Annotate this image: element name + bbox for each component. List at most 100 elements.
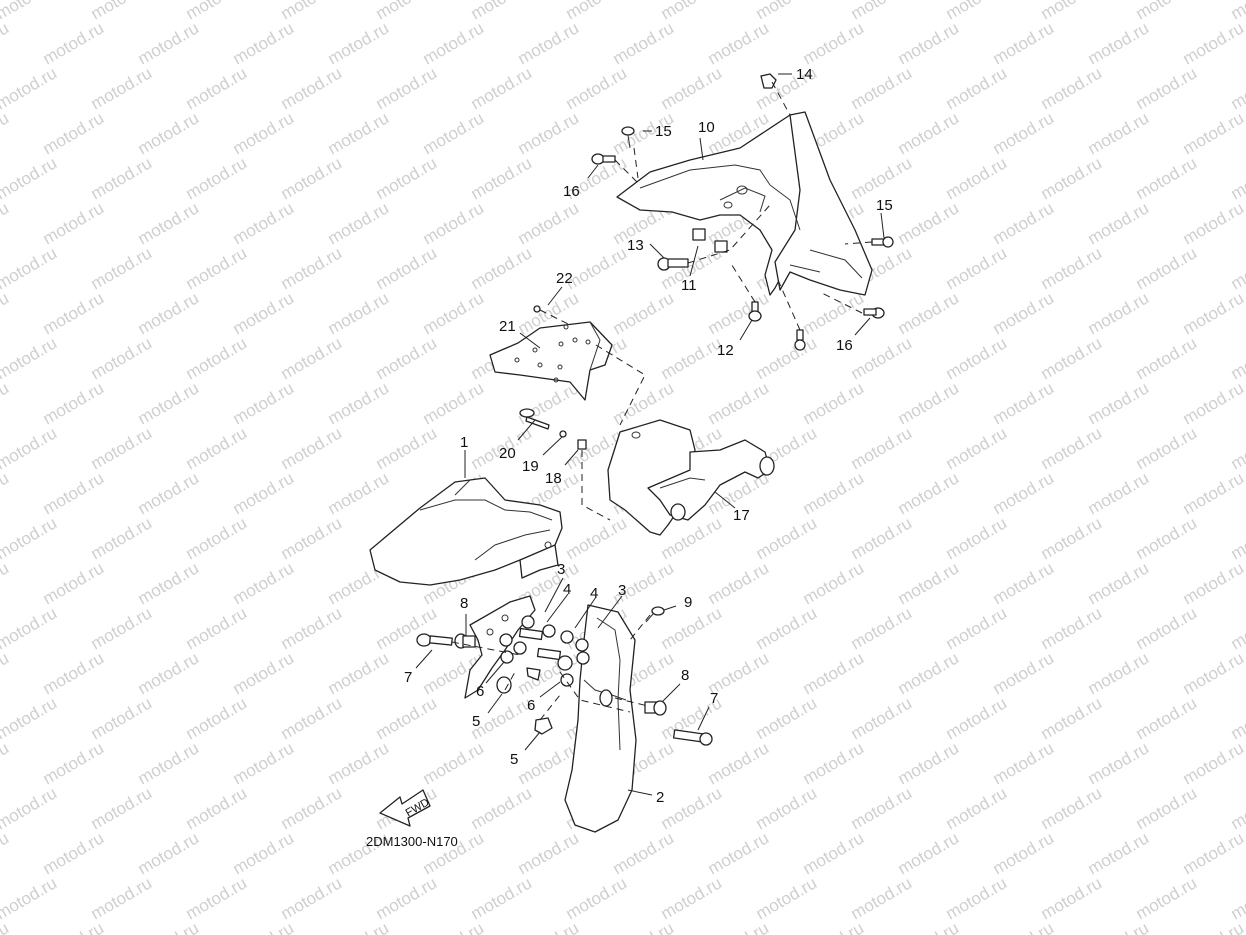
watermark-text: motod.ru <box>0 378 12 428</box>
bolt-16-right <box>863 307 885 319</box>
watermark-text: motod.ru <box>610 18 678 68</box>
watermark-text: motod.ru <box>88 873 156 923</box>
watermark-text: motod.ru <box>183 423 251 473</box>
watermark-text: motod.ru <box>0 198 12 248</box>
watermark-text: motod.ru <box>135 288 203 338</box>
watermark-text: motod.ru <box>800 18 868 68</box>
watermark-text: motod.ru <box>1180 558 1246 608</box>
watermark-text: motod.ru <box>1133 333 1201 383</box>
watermark-text: motod.ru <box>1085 18 1153 68</box>
watermark-text: motod.ru <box>990 918 1058 935</box>
watermark-text: motod.ru <box>183 783 251 833</box>
watermark-text: motod.ru <box>1228 333 1246 383</box>
callout-20: 20 <box>499 445 516 462</box>
watermark-text: motod.ru <box>705 918 773 935</box>
watermark-text: motod.ru <box>88 693 156 743</box>
watermark-text: motod.ru <box>1038 783 1106 833</box>
watermark-text: motod.ru <box>420 198 488 248</box>
watermark-text: motod.ru <box>1180 108 1246 158</box>
watermark-text: motod.ru <box>183 333 251 383</box>
watermark-text: motod.ru <box>1133 153 1201 203</box>
front-cowl-part-10 <box>616 111 873 296</box>
callout-13: 13 <box>627 237 644 254</box>
watermark-text: motod.ru <box>943 873 1011 923</box>
watermark-text: motod.ru <box>135 378 203 428</box>
watermark-text: motod.ru <box>990 468 1058 518</box>
watermark-text: motod.ru <box>943 603 1011 653</box>
rivet-22 <box>533 305 541 313</box>
callout-22: 22 <box>556 270 573 287</box>
watermark-text: motod.ru <box>230 918 298 935</box>
watermark-text: motod.ru <box>1180 648 1246 698</box>
callout-15: 15 <box>655 123 672 140</box>
watermark-text: motod.ru <box>0 423 60 473</box>
watermark-text: motod.ru <box>848 513 916 563</box>
watermark-text: motod.ru <box>135 558 203 608</box>
assembly-lines <box>451 81 873 721</box>
watermark-text: motod.ru <box>848 693 916 743</box>
watermark-text: motod.ru <box>0 783 60 833</box>
watermark-text: motod.ru <box>88 243 156 293</box>
watermark-text: motod.ru <box>515 378 583 428</box>
screw-15-right <box>871 236 894 248</box>
watermark-text: motod.ru <box>895 198 963 248</box>
watermark-text: motod.ru <box>1228 783 1246 833</box>
watermark-text: motod.ru <box>0 288 12 338</box>
callout-labels: 14 15 10 16 15 13 11 12 16 22 21 1 20 19… <box>404 66 893 806</box>
watermark-text: motod.ru <box>1133 603 1201 653</box>
nuts-11 <box>692 228 728 253</box>
watermark-text: motod.ru <box>800 468 868 518</box>
watermark-text: motod.ru <box>658 63 726 113</box>
callout-6: 6 <box>476 683 484 700</box>
watermark-text: motod.ru <box>1180 18 1246 68</box>
watermark-text: motod.ru <box>278 243 346 293</box>
screw-9 <box>645 606 665 623</box>
watermark-text: motod.ru <box>373 243 441 293</box>
watermark-text: motod.ru <box>40 918 108 935</box>
watermark-text: motod.ru <box>135 738 203 788</box>
bolt-12 <box>748 301 762 322</box>
collar-8-left <box>454 633 476 649</box>
callout-21: 21 <box>499 318 516 335</box>
watermark-text: motod.ru <box>135 648 203 698</box>
watermark-text: motod.ru <box>800 738 868 788</box>
watermark-text: motod.ru <box>990 378 1058 428</box>
watermark-text: motod.ru <box>990 108 1058 158</box>
watermark-text: motod.ru <box>943 513 1011 563</box>
watermark-text: motod.ru <box>895 108 963 158</box>
watermark-text: motod.ru <box>0 243 60 293</box>
watermark-text: motod.ru <box>420 288 488 338</box>
watermark-text: motod.ru <box>705 18 773 68</box>
collar-8-right <box>644 700 667 716</box>
watermark-text: motod.ru <box>1180 738 1246 788</box>
bolt-16-lower <box>794 329 806 351</box>
callout-3-b: 3 <box>618 582 626 599</box>
callout-19: 19 <box>522 458 539 475</box>
watermark-text: motod.ru <box>610 378 678 428</box>
watermark-text: motod.ru <box>88 333 156 383</box>
bolts-cluster <box>496 615 590 735</box>
watermark-text: motod.ru <box>40 288 108 338</box>
fender-stay-left <box>464 595 536 699</box>
watermark-text: motod.ru <box>705 558 773 608</box>
diagram-code: 2DM1300-N170 <box>366 834 458 849</box>
watermark-text: motod.ru <box>1085 108 1153 158</box>
watermark-text: motod.ru <box>373 153 441 203</box>
watermark-text: motod.ru <box>895 738 963 788</box>
watermark-text: motod.ru <box>658 333 726 383</box>
watermark-text: motod.ru <box>753 693 821 743</box>
watermark-text: motod.ru <box>895 468 963 518</box>
watermark-text: motod.ru <box>800 918 868 935</box>
watermark-text: motod.ru <box>895 918 963 935</box>
watermark-text: motod.ru <box>230 648 298 698</box>
watermark-text: motod.ru <box>1038 63 1106 113</box>
watermark-text: motod.ru <box>990 558 1058 608</box>
watermark-text: motod.ru <box>990 18 1058 68</box>
watermark-text: motod.ru <box>278 513 346 563</box>
watermark-text: motod.ru <box>705 378 773 428</box>
callout-1: 1 <box>460 434 468 451</box>
watermark-text: motod.ru <box>1228 153 1246 203</box>
watermark-text: motod.ru <box>705 288 773 338</box>
watermark-text: motod.ru <box>468 63 536 113</box>
